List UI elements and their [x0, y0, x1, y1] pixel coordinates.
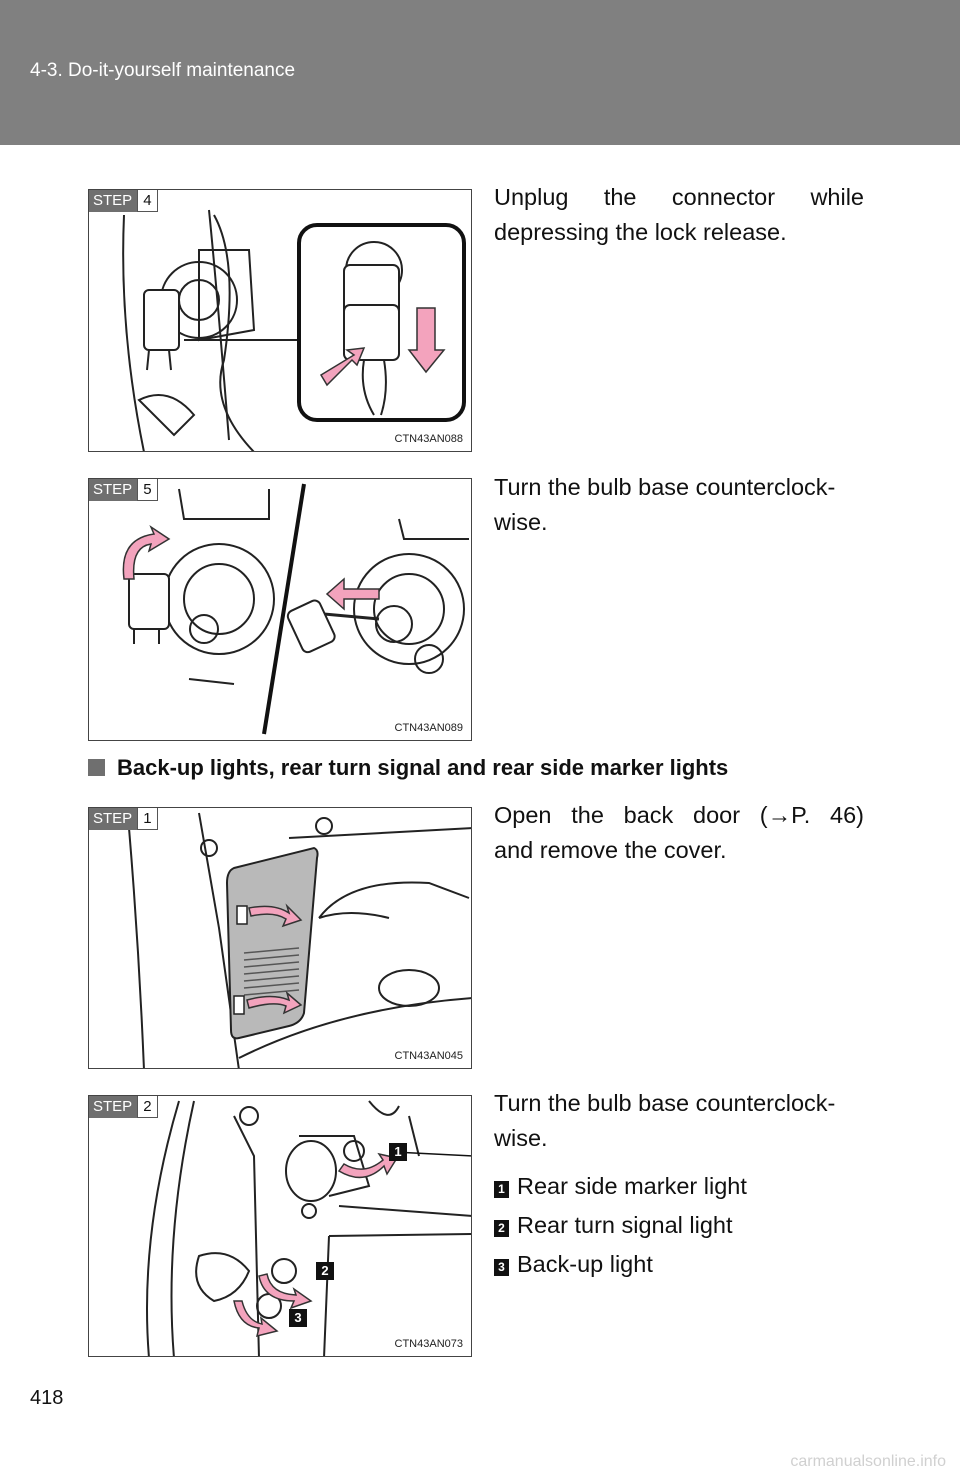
page-header: 4-3. Do-it-yourself maintenance — [0, 0, 960, 145]
number-3-icon: 3 — [494, 1259, 509, 1276]
callout-marker: 2 — [316, 1262, 334, 1280]
number-1-icon: 1 — [494, 1181, 509, 1198]
rear-bulbs-drawing — [146, 1100, 471, 1356]
image-code: CTN43AN045 — [394, 1050, 463, 1062]
connector-unplug-drawing — [122, 209, 466, 451]
step-4-text: Unplug the connector while depressing th… — [494, 184, 864, 245]
section-heading: Back-up lights, rear turn signal and rea… — [88, 755, 728, 781]
number-2-icon: 2 — [494, 1220, 509, 1237]
step-5-text: Turn the bulb base counterclock- wise. — [494, 474, 836, 535]
step-badge: STEP 4 — [89, 190, 158, 212]
square-bullet-icon — [88, 759, 105, 776]
callout-marker: 1 — [389, 1143, 407, 1161]
step-2-text: Turn the bulb base counterclock- wise. — [494, 1090, 836, 1151]
step-badge: STEP 1 — [89, 808, 158, 830]
step-4-illustration: STEP 4 CTN43AN088 — [88, 189, 472, 452]
image-code: CTN43AN089 — [394, 722, 463, 734]
step-5-illustration: STEP 5 CTN43AN089 — [88, 478, 472, 741]
step-number: 2 — [137, 1096, 158, 1118]
step-number: 5 — [137, 479, 158, 501]
back-door-cover-drawing — [128, 812, 471, 1068]
step-number: 4 — [137, 190, 158, 212]
section-title: 4-3. Do-it-yourself maintenance — [30, 60, 296, 81]
step-1-illustration: STEP 1 CTN43AN045 — [88, 807, 472, 1069]
step-1-text: Open the back door (→P. 46) and remove t… — [494, 802, 864, 863]
watermark: carmanualsonline.info — [790, 1453, 946, 1470]
step-badge: STEP 2 — [89, 1096, 158, 1118]
callout-marker: 3 — [289, 1309, 307, 1327]
step-badge: STEP 5 — [89, 479, 158, 501]
bulb-removal-drawing — [122, 483, 469, 735]
image-code: CTN43AN073 — [394, 1338, 463, 1350]
image-code: CTN43AN088 — [394, 433, 463, 445]
step-2-illustration: STEP 2 1 2 3 CTN43AN073 — [88, 1095, 472, 1357]
step-number: 1 — [137, 808, 158, 830]
page-number: 418 — [30, 1387, 64, 1409]
